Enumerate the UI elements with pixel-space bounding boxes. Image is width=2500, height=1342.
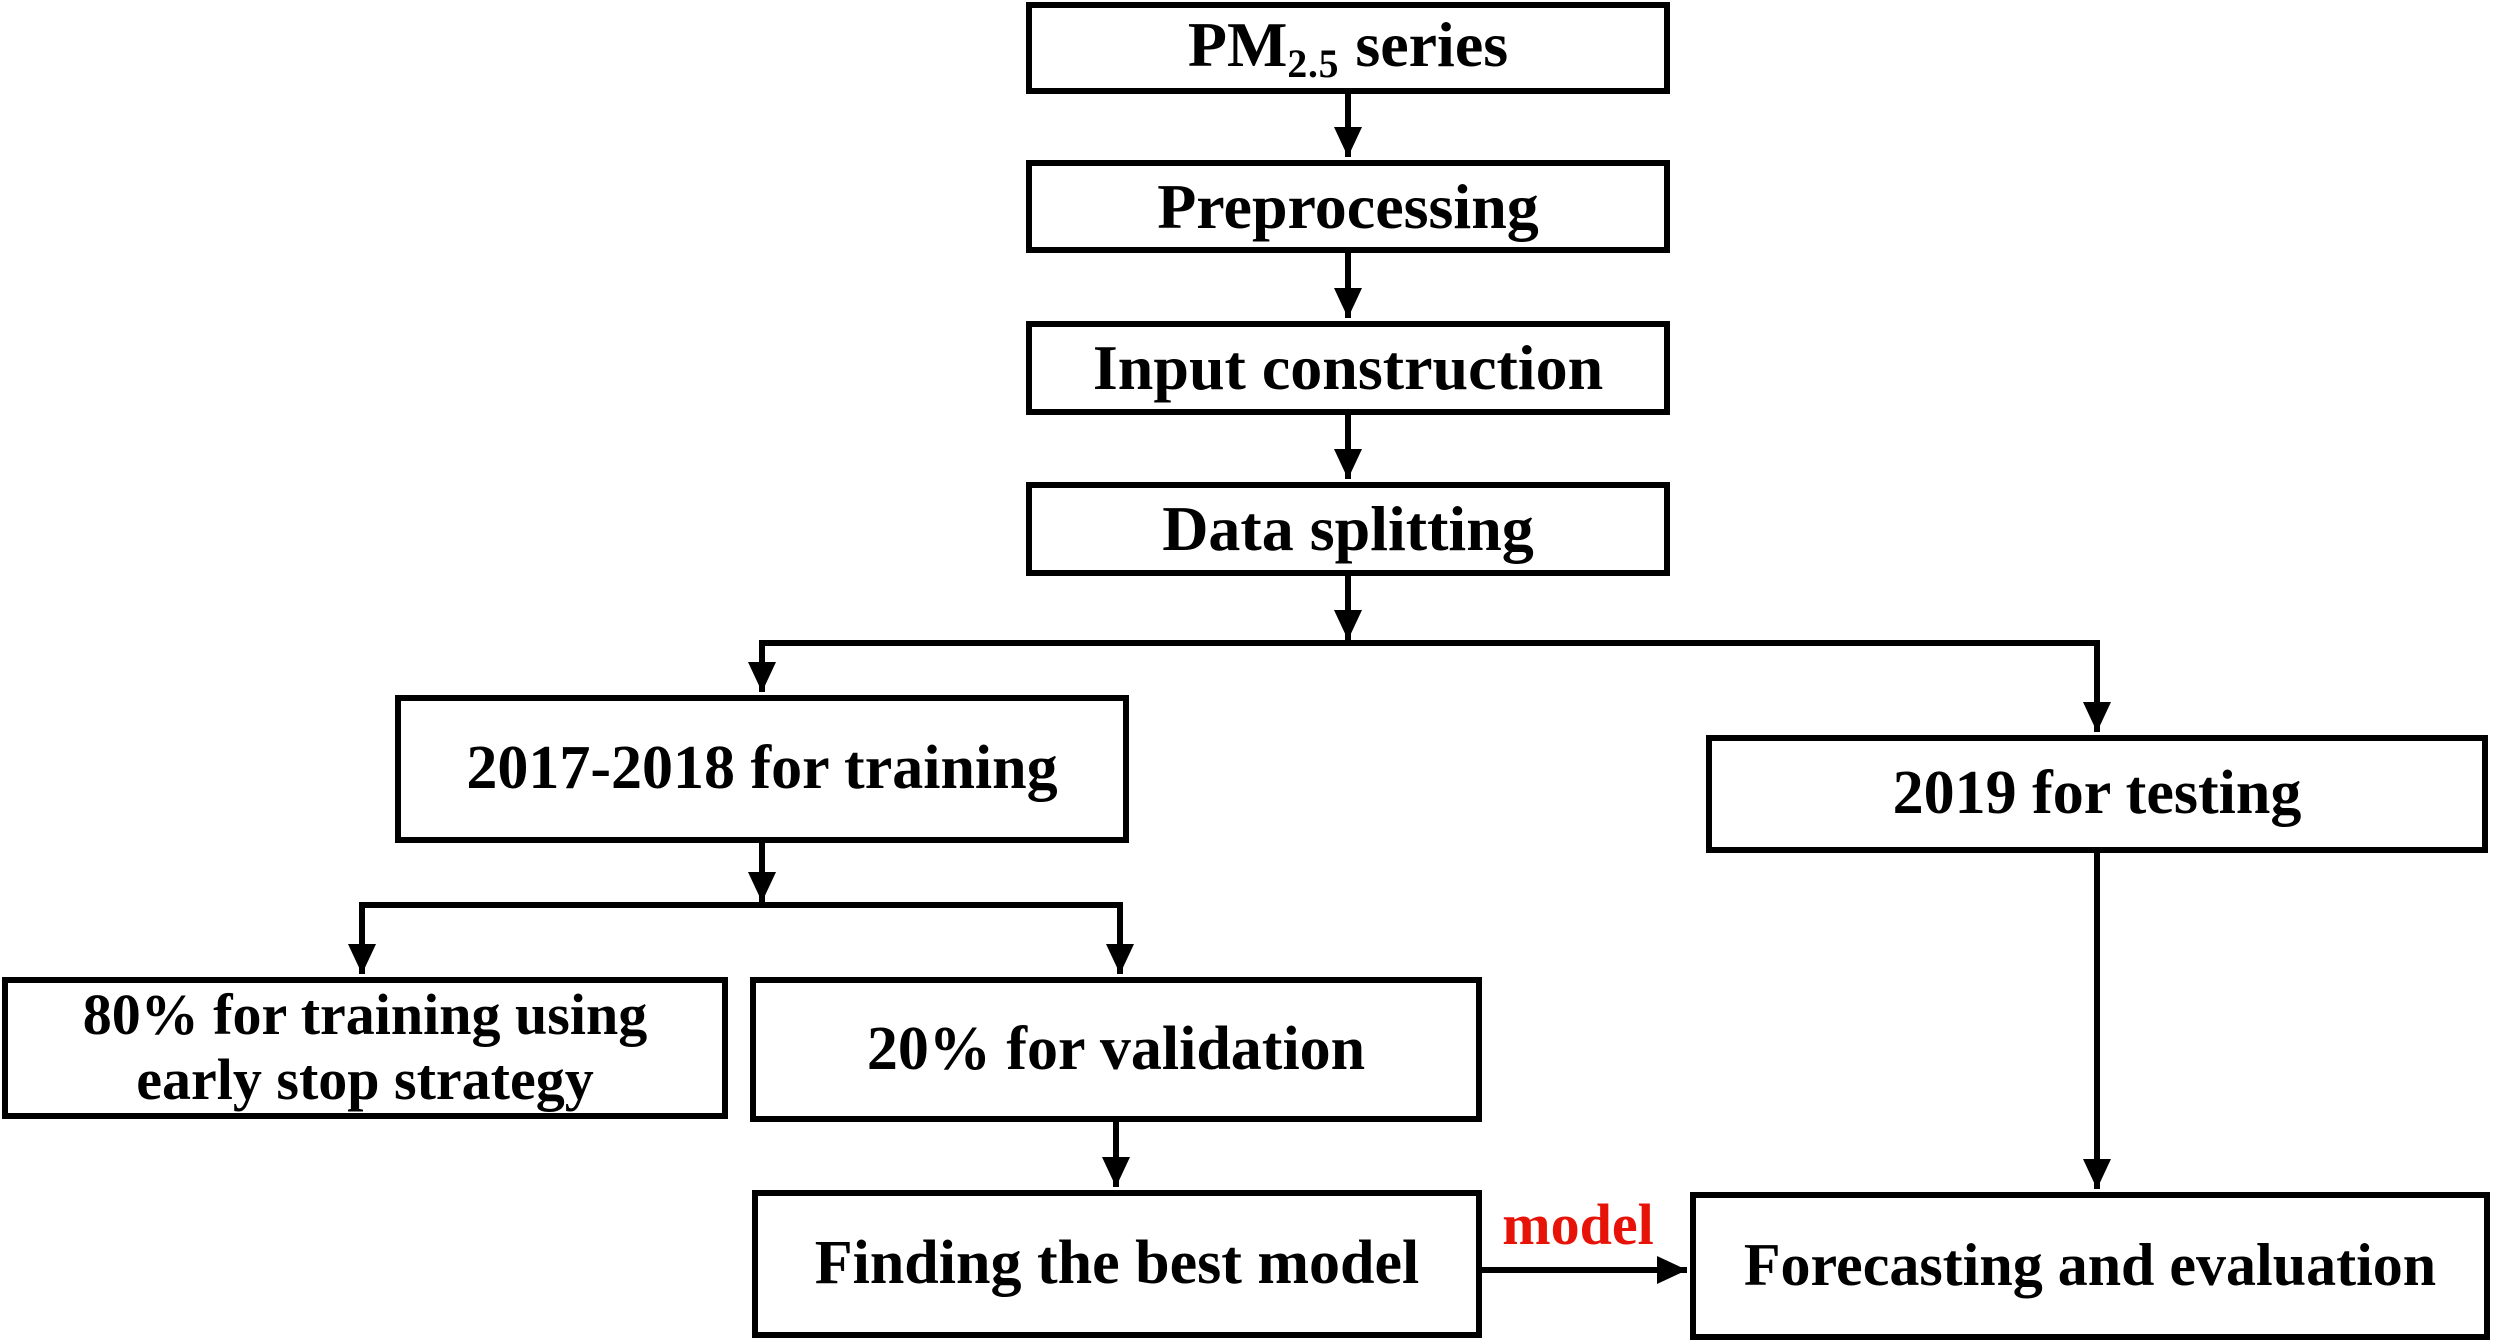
node-testing-2019: 2019 for testing — [1706, 735, 2488, 853]
node-training-label: 2017-2018 for training — [466, 734, 1058, 803]
node-testing-label: 2019 for testing — [1892, 759, 2302, 828]
node-preprocessing: Preprocessing — [1026, 160, 1670, 253]
node-validation-20: 20% for validation — [750, 977, 1482, 1122]
node-pm25-series-label: PM2.5 series — [1187, 9, 1509, 87]
node-train80-early-stop: 80% for training using early stop strate… — [2, 977, 728, 1119]
node-data-splitting-label: Data splitting — [1162, 493, 1534, 565]
node-pm25-series: PM2.5 series — [1026, 2, 1670, 94]
node-forecasting-evaluation: Forecasting and evaluation — [1690, 1192, 2490, 1340]
node-forecasting-label: Forecasting and evaluation — [1743, 1232, 2437, 1299]
node-finding-best-model: Finding the best model — [752, 1190, 1482, 1338]
pm25-subscript: 2.5 — [1287, 42, 1340, 87]
node-train80-line2: early stop strategy — [136, 1047, 594, 1112]
node-input-construction: Input construction — [1026, 321, 1670, 415]
node-training-2017-2018: 2017-2018 for training — [395, 695, 1129, 843]
node-finding-label: Finding the best model — [814, 1229, 1420, 1298]
node-train80-line1: 80% for training using — [82, 982, 648, 1048]
model-edge-label: model — [1502, 1192, 1654, 1257]
node-validation-label: 20% for validation — [866, 1014, 1366, 1083]
node-data-splitting: Data splitting — [1026, 482, 1670, 576]
node-input-construction-label: Input construction — [1092, 332, 1604, 404]
node-preprocessing-label: Preprocessing — [1157, 170, 1539, 242]
